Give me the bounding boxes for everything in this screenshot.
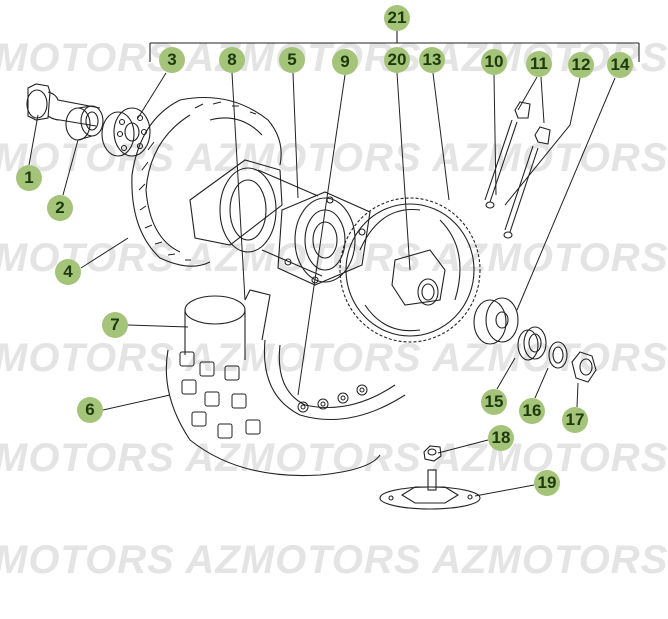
callout-13-sprocket[interactable]: 13 [419, 47, 445, 73]
callout-6-tire[interactable]: 6 [77, 397, 103, 423]
callout-1-axle[interactable]: 1 [16, 165, 42, 191]
watermark: MOTORS AZMOTORS AZMOTORS AZ [0, 538, 668, 582]
tire-drawing [165, 289, 406, 477]
spacer-drawing [65, 105, 104, 141]
hub-drawing [189, 159, 371, 286]
axle-drawing [26, 83, 101, 127]
watermark: MOTORS AZMOTORS AZMOTORS AZ [0, 136, 668, 180]
watermark: MOTORS AZMOTORS AZMOTORS AZ [0, 236, 668, 280]
callout-5-hub[interactable]: 5 [279, 47, 305, 73]
callout-4-brake-disc[interactable]: 4 [55, 259, 81, 285]
callout-8-rim-band[interactable]: 8 [219, 47, 245, 73]
callout-11-spoke-nipple[interactable]: 11 [526, 51, 552, 77]
sprocket-drawing [339, 197, 481, 343]
callout-18-nut[interactable]: 18 [488, 425, 514, 451]
callout-16-washer[interactable]: 16 [519, 398, 545, 424]
right-side-parts-drawing [473, 297, 597, 383]
bearing-left-drawing [101, 107, 151, 157]
callout-9-rim[interactable]: 9 [332, 49, 358, 75]
callout-19-rim-lock[interactable]: 19 [534, 470, 560, 496]
callout-3-bearing[interactable]: 3 [159, 47, 185, 73]
callout-21-complete-wheel[interactable]: 21 [384, 5, 410, 31]
callout-17-axle-nut[interactable]: 17 [562, 407, 588, 433]
group-bracket [149, 30, 640, 62]
callout-20-sprocket-carrier[interactable]: 20 [384, 47, 410, 73]
watermark: MOTORS AZMOTORS AZMOTORS AZ [0, 336, 668, 380]
leader-lines [28, 72, 616, 497]
callout-12-spokes[interactable]: 12 [568, 52, 594, 78]
rim-lock-drawing [379, 445, 481, 510]
callout-15-spacer[interactable]: 15 [481, 389, 507, 415]
callout-10-spokes[interactable]: 10 [481, 49, 507, 75]
brake-disc-drawing [131, 97, 282, 267]
callout-2-spacer[interactable]: 2 [47, 195, 73, 221]
callout-7-inner-tube[interactable]: 7 [102, 312, 128, 338]
watermark: MOTORS AZMOTORS AZMOTORS AZ [0, 436, 668, 480]
callout-14-bearing[interactable]: 14 [607, 52, 633, 78]
spokes-drawing [484, 101, 551, 239]
